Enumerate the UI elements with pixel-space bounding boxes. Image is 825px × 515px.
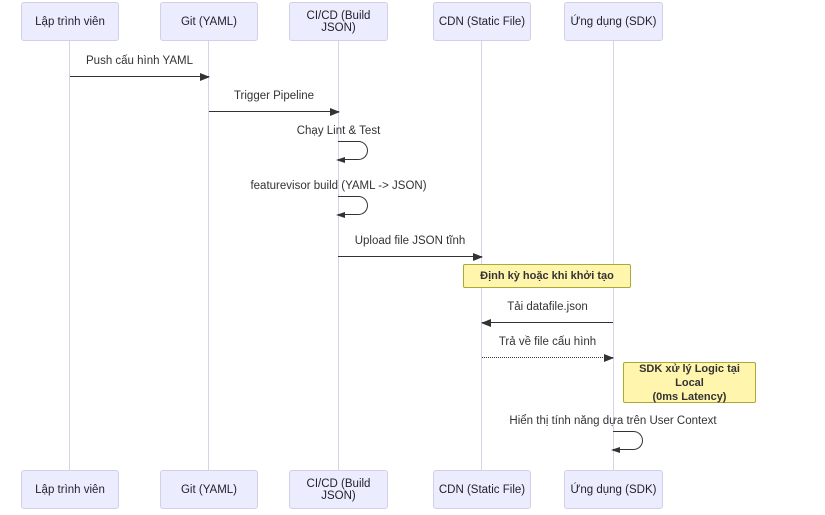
actor-label: Lập trình viên <box>35 483 105 496</box>
actor-git-bottom: Git (YAML) <box>160 470 258 509</box>
actor-app-top: Ứng dụng (SDK) <box>564 2 663 41</box>
message-line-fetch-datafile <box>481 318 613 327</box>
message-line-return-config <box>482 353 614 362</box>
actor-app-bottom: Ứng dụng (SDK) <box>564 470 663 509</box>
actor-cdn-top: CDN (Static File) <box>433 2 531 41</box>
message-line-upload-json <box>338 252 483 261</box>
arrowhead-left-icon <box>336 212 345 218</box>
message-line-push-yaml <box>70 72 210 81</box>
message-label-featurevisor-build: featurevisor build (YAML -> JSON) <box>250 180 427 192</box>
lifeline-cicd <box>338 41 339 470</box>
actor-label: Lập trình viên <box>35 15 105 28</box>
message-label-fetch-datafile: Tải datafile.json <box>507 301 588 313</box>
actor-label: CI/CD (Build JSON) <box>306 477 371 502</box>
note-periodic-init: Định kỳ hoặc khi khởi tạo <box>463 264 631 288</box>
actor-developer-bottom: Lập trình viên <box>21 470 119 509</box>
actor-developer-top: Lập trình viên <box>21 2 119 41</box>
actor-label: Git (YAML) <box>180 15 237 28</box>
actor-label: CI/CD (Build JSON) <box>306 9 371 34</box>
message-label-upload-json: Upload file JSON tĩnh <box>354 235 466 247</box>
arrowhead-left-icon <box>336 157 345 163</box>
self-loop-featurevisor-build <box>336 196 368 218</box>
arrowhead-right-icon <box>330 107 340 116</box>
arrowhead-left-icon <box>481 318 491 327</box>
lifeline-developer <box>69 41 70 470</box>
message-label-push-yaml: Push cấu hình YAML <box>86 55 193 67</box>
message-label-trigger-pipeline: Trigger Pipeline <box>233 90 315 102</box>
message-label-show-feature: Hiển thị tính năng dựa trên User Context <box>509 415 717 427</box>
message-line-trigger-pipeline <box>209 107 340 116</box>
message-label-return-config: Trả về file cấu hình <box>498 336 597 348</box>
lifeline-app <box>613 41 614 470</box>
actor-label: CDN (Static File) <box>438 15 526 28</box>
arrowhead-right-icon <box>604 353 614 362</box>
arrowhead-right-icon <box>473 252 483 261</box>
actor-cicd-top: CI/CD (Build JSON) <box>289 2 388 41</box>
actor-cdn-bottom: CDN (Static File) <box>433 470 531 509</box>
lifeline-git <box>208 41 209 470</box>
arrowhead-right-icon <box>200 72 210 81</box>
actor-label: Git (YAML) <box>180 483 237 496</box>
actor-git-top: Git (YAML) <box>160 2 258 41</box>
actor-cicd-bottom: CI/CD (Build JSON) <box>289 470 388 509</box>
actor-label: Ứng dụng (SDK) <box>570 15 657 28</box>
actor-label: Ứng dụng (SDK) <box>570 483 657 496</box>
self-loop-show-feature <box>611 431 643 453</box>
actor-label: CDN (Static File) <box>438 483 526 496</box>
self-loop-lint-test <box>336 141 368 163</box>
arrowhead-left-icon <box>611 447 620 453</box>
message-label-lint-test: Chạy Lint & Test <box>296 125 381 137</box>
note-sdk-local-logic: SDK xử lý Logic tại Local (0ms Latency) <box>623 362 756 403</box>
